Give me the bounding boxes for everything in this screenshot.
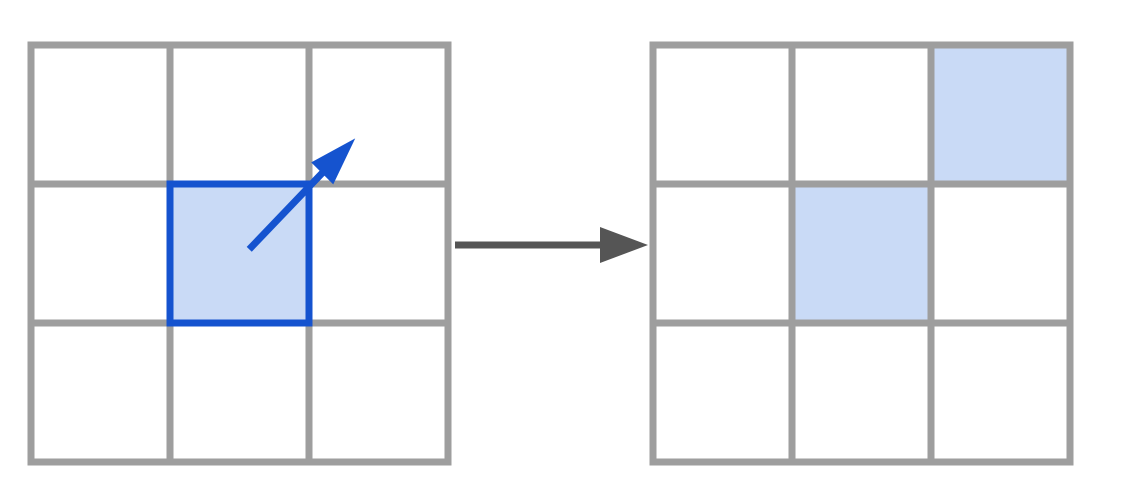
- transition-arrow: [455, 227, 648, 263]
- after-grid: [649, 41, 1074, 466]
- right-arrow-head: [600, 227, 648, 263]
- highlighted-cell: [792, 184, 931, 323]
- selected-cell-outline: [166, 180, 313, 327]
- diagonal-arrow-head: [311, 138, 356, 185]
- before-grid: [27, 41, 452, 466]
- highlighted-cell: [931, 45, 1070, 184]
